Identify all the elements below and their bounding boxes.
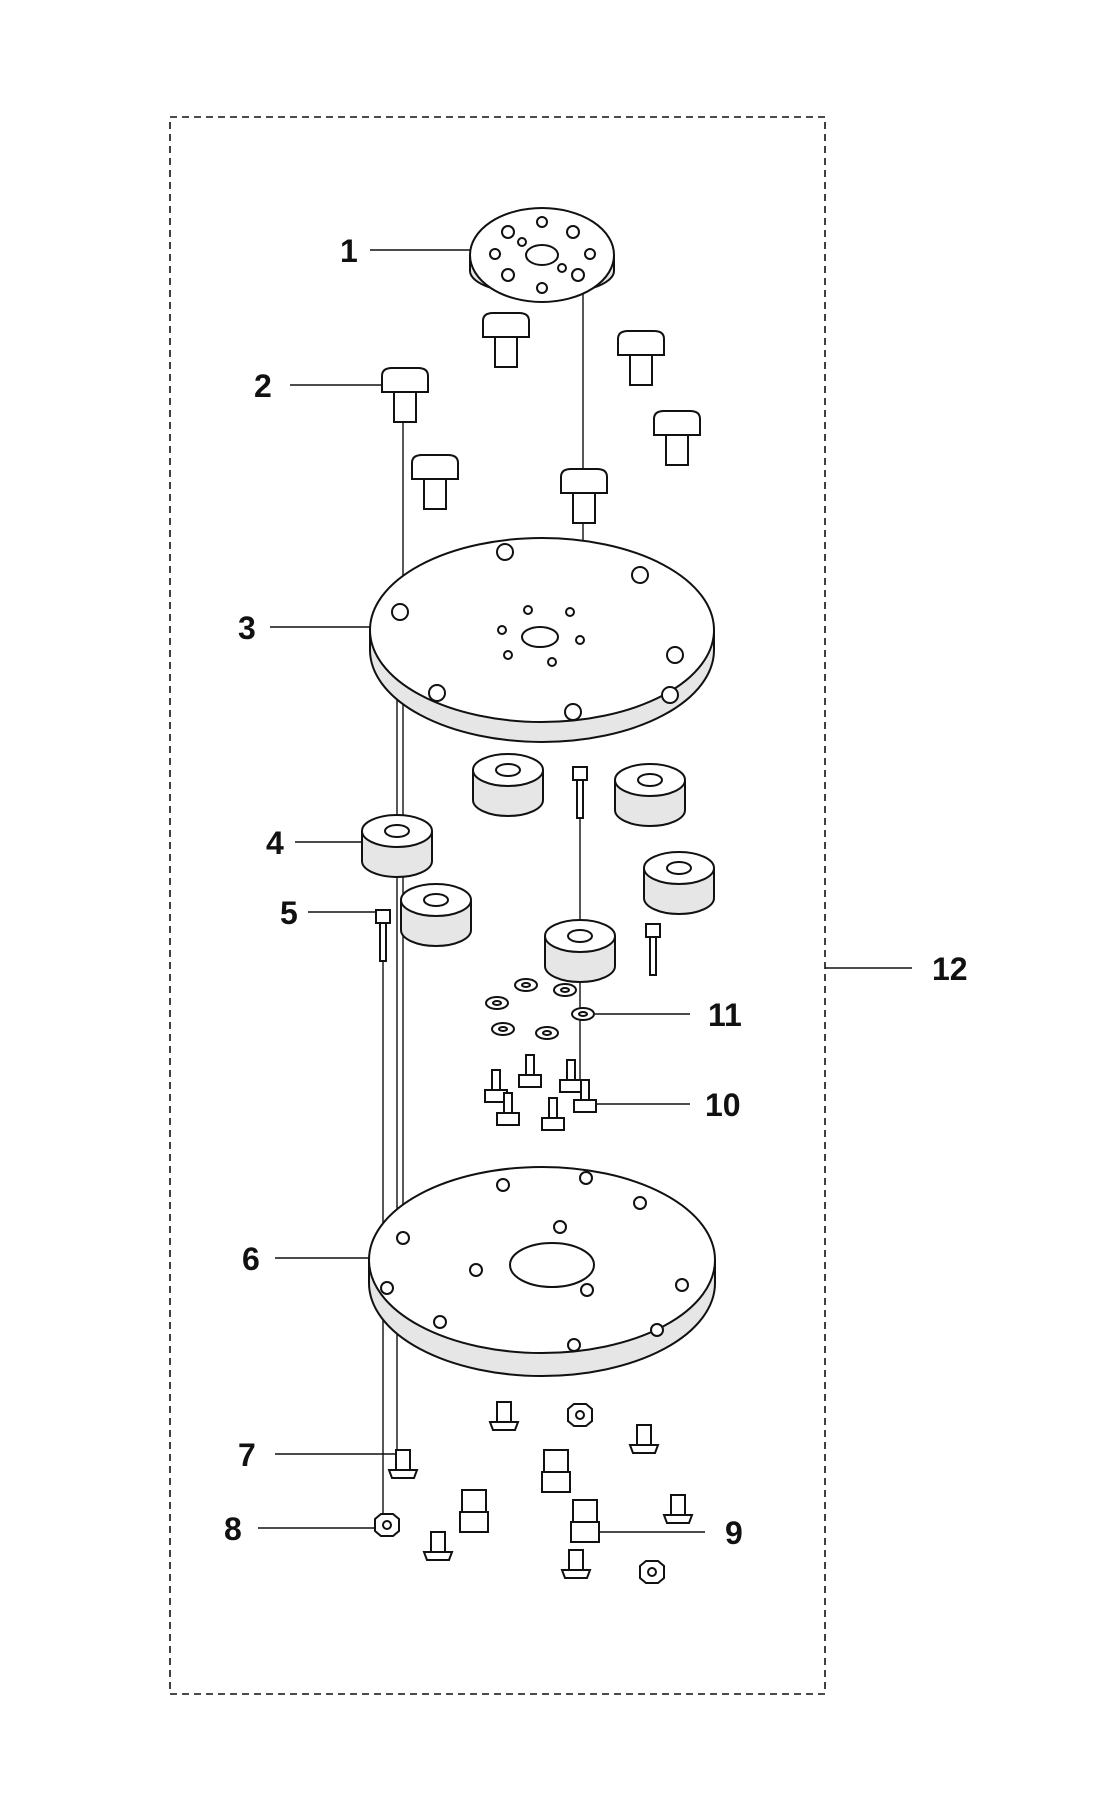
callout-12: 12 <box>932 951 968 987</box>
leader-lines <box>258 249 912 1533</box>
callout-4: 4 <box>266 825 284 861</box>
callout-6: 6 <box>242 1241 260 1277</box>
callout-11: 11 <box>708 997 742 1033</box>
kit-boundary-box <box>169 116 826 1695</box>
part-notched-plate <box>369 537 715 743</box>
callout-3: 3 <box>238 610 256 646</box>
callout-9: 9 <box>725 1515 743 1551</box>
part-sliders <box>381 312 701 524</box>
part-dampers <box>361 753 715 983</box>
callout-8: 8 <box>224 1511 242 1547</box>
part-washers <box>485 978 595 1040</box>
callout-5: 5 <box>280 895 298 931</box>
callout-7: 7 <box>238 1437 256 1473</box>
part-socket-screws <box>375 766 661 976</box>
callout-2: 2 <box>254 368 272 404</box>
callout-1: 1 <box>340 233 358 269</box>
part-top-plate <box>469 207 615 303</box>
part-bottom-fasteners <box>374 1401 694 1584</box>
part-hex-bolts <box>484 1054 597 1131</box>
part-base-plate <box>368 1166 716 1377</box>
callout-10: 10 <box>705 1087 741 1123</box>
